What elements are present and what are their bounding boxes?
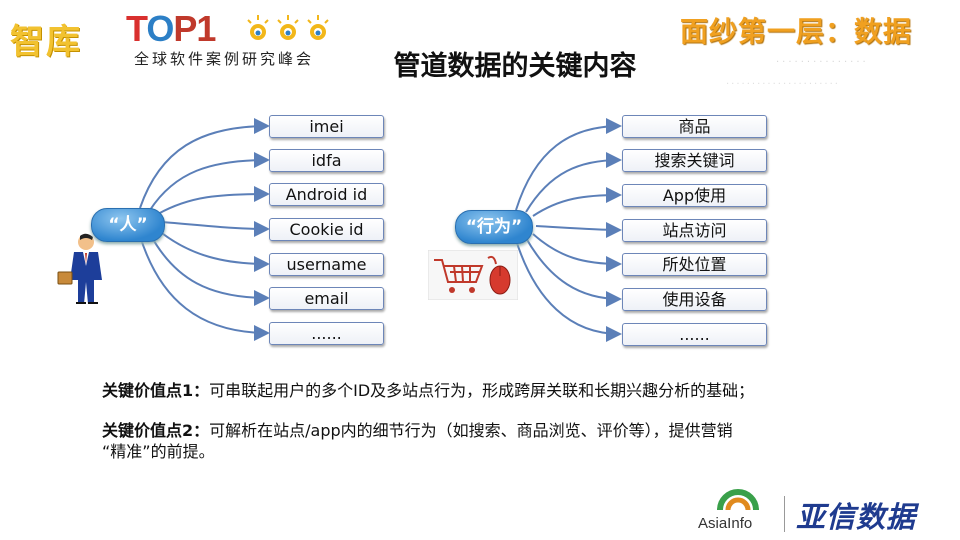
- left-item-idfa: idfa: [269, 149, 384, 172]
- sun-eyes-icon: [247, 15, 329, 40]
- asiainfo-logo-icon: [717, 489, 759, 511]
- key-point-1-label: 关键价值点1：: [102, 381, 210, 400]
- connector-more-right: [515, 239, 622, 342]
- businessman-icon: [57, 233, 102, 304]
- key-point-2: 关键价值点2：可解析在站点/app内的细节行为（如搜索、商品浏览、评价等），提供…: [102, 420, 733, 462]
- footer-divider: [784, 496, 785, 532]
- connector-email: [149, 233, 270, 306]
- asiainfo-label: AsiaInfo: [698, 515, 753, 532]
- left-item-android-id: Android id: [269, 183, 384, 206]
- shopping-cart-mouse-icon: [428, 250, 518, 300]
- right-item-location: 所处位置: [622, 253, 767, 276]
- right-item-search-keywords: 搜索关键词: [622, 149, 767, 172]
- behavior-node: “行为”: [455, 210, 533, 244]
- connector-device: [525, 237, 622, 307]
- key-point-2-label: 关键价值点2：: [102, 421, 210, 440]
- right-item-site-visits: 站点访问: [622, 219, 767, 242]
- faint-watermark-line: ......................: [726, 76, 840, 87]
- left-item-more: ......: [269, 322, 384, 345]
- left-item-email: email: [269, 287, 384, 310]
- left-item-username: username: [269, 253, 384, 276]
- connector-app: [532, 187, 622, 217]
- connector-location: [532, 233, 622, 272]
- right-item-goods: 商品: [622, 115, 767, 138]
- connector-cookie: [161, 220, 270, 237]
- key-point-2-text-cont: “精准”的前提。: [102, 442, 215, 461]
- section-heading: 面纱第一层：数据: [680, 15, 913, 48]
- top100-logo: TOP1: [126, 8, 216, 50]
- connector-android: [157, 186, 270, 215]
- faint-watermark-line: ...............: [776, 54, 869, 65]
- logo-subtitle: 全球软件案例研究峰会: [134, 50, 315, 68]
- key-point-1-text: 可串联起用户的多个ID及多站点行为，形成跨屏关联和长期兴趣分析的基础；: [209, 381, 755, 400]
- left-item-cookie-id: Cookie id: [269, 218, 384, 241]
- connector-idfa: [149, 152, 270, 211]
- connector-more-left: [139, 235, 270, 341]
- zhiku-logo: 智库: [10, 22, 82, 62]
- page-title: 管道数据的关键内容: [393, 51, 637, 82]
- connector-username: [157, 229, 270, 272]
- connector-site: [535, 221, 622, 238]
- connector-keywords: [525, 152, 622, 213]
- right-item-app-usage: App使用: [622, 184, 767, 207]
- top-logo-o: O: [146, 8, 174, 49]
- key-point-2-text: 可解析在站点/app内的细节行为（如搜索、商品浏览、评价等），提供营销: [209, 421, 733, 440]
- key-point-1: 关键价值点1：可串联起用户的多个ID及多站点行为，形成跨屏关联和长期兴趣分析的基…: [102, 380, 754, 401]
- connector-goods: [515, 118, 622, 211]
- connector-imei: [139, 118, 270, 209]
- right-item-device: 使用设备: [622, 288, 767, 311]
- top-logo-t: T: [126, 8, 147, 49]
- left-item-imei: imei: [269, 115, 384, 138]
- top-logo-rest: P1: [173, 8, 216, 49]
- person-node: “人”: [91, 208, 165, 242]
- asiainfo-data-brand: 亚信数据: [796, 500, 917, 534]
- right-item-more: ......: [622, 323, 767, 346]
